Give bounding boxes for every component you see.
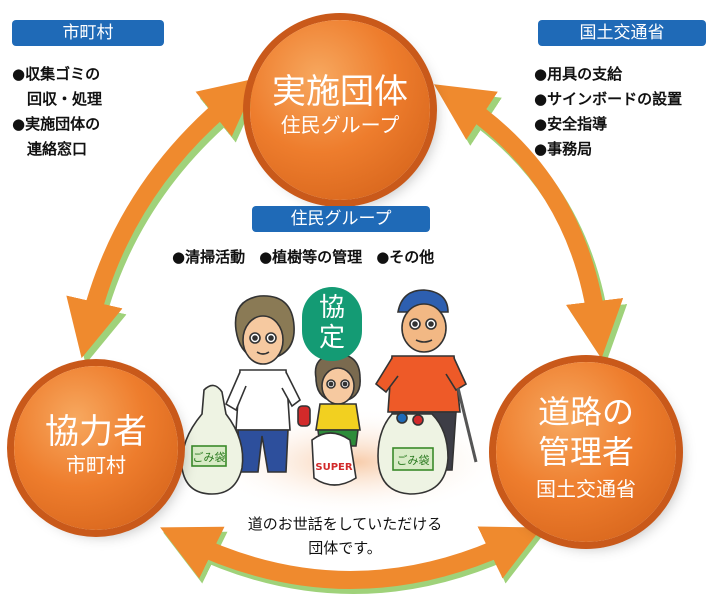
agreement-badge: 協 定: [302, 287, 362, 361]
mlit-role-list: ●用具の支給 ●サインボードの設置 ●安全指導 ●事務局: [534, 62, 682, 162]
node-implementing-group: 実施団体 住民グループ: [250, 20, 430, 200]
garbage-bag-right: [377, 412, 449, 495]
node-road-manager-title-1: 道路の: [537, 393, 634, 431]
arrow-bottom: [160, 526, 542, 589]
node-cooperator: 協力者 市町村: [14, 366, 178, 530]
badge-resident-group: 住民グループ: [252, 206, 430, 232]
activity-item: ●清掃活動: [172, 248, 246, 266]
caption-line-1: 道のお世話をしていただける: [247, 515, 443, 533]
arrow-shadow-left: [70, 83, 263, 365]
city-role-line: 回収・処理: [12, 90, 103, 108]
activity-item: ●その他: [376, 248, 435, 266]
garbage-bag-left: [181, 384, 244, 495]
bag-label-right: ごみ袋: [397, 453, 430, 467]
node-road-manager-title-2: 管理者: [537, 433, 634, 471]
mlit-role-line: ●サインボードの設置: [534, 90, 683, 108]
badge-city: 市町村: [12, 20, 164, 46]
woman-illustration: [224, 295, 302, 473]
agreement-line-2: 定: [318, 323, 345, 353]
caption: 道のお世話をしていただける 団体です。: [215, 512, 475, 560]
child-illustration: [297, 353, 361, 486]
agreement-line-1: 協: [318, 293, 345, 323]
mlit-role-line: ●安全指導: [534, 115, 608, 133]
city-role-list: ●収集ゴミの 回収・処理 ●実施団体の 連絡窓口: [12, 62, 102, 162]
arrow-left: [66, 77, 259, 359]
node-cooperator-subtitle: 市町村: [66, 453, 126, 477]
activity-list: ●清掃活動 ●植樹等の管理 ●その他: [172, 246, 434, 267]
node-cooperator-title: 協力者: [45, 412, 147, 452]
city-role-line: ●実施団体の: [12, 115, 101, 133]
node-road-manager-subtitle: 国土交通省: [536, 477, 636, 501]
badge-mlit: 国土交通省: [538, 20, 706, 46]
mlit-role-line: ●事務局: [534, 140, 593, 158]
node-road-manager: 道路の 管理者 国土交通省: [496, 362, 676, 542]
arrow-right: [433, 84, 624, 359]
city-role-line: 連絡窓口: [12, 140, 88, 158]
city-role-line: ●収集ゴミの: [12, 65, 101, 83]
node-implementing-group-subtitle: 住民グループ: [280, 113, 400, 137]
activity-item: ●植樹等の管理: [259, 248, 363, 266]
node-implementing-group-title: 実施団体: [272, 72, 408, 112]
caption-line-2: 団体です。: [308, 539, 382, 557]
bag-label-center: SUPER: [315, 462, 352, 473]
mlit-role-line: ●用具の支給: [534, 65, 623, 83]
bag-label-left: ごみ袋: [193, 450, 226, 464]
